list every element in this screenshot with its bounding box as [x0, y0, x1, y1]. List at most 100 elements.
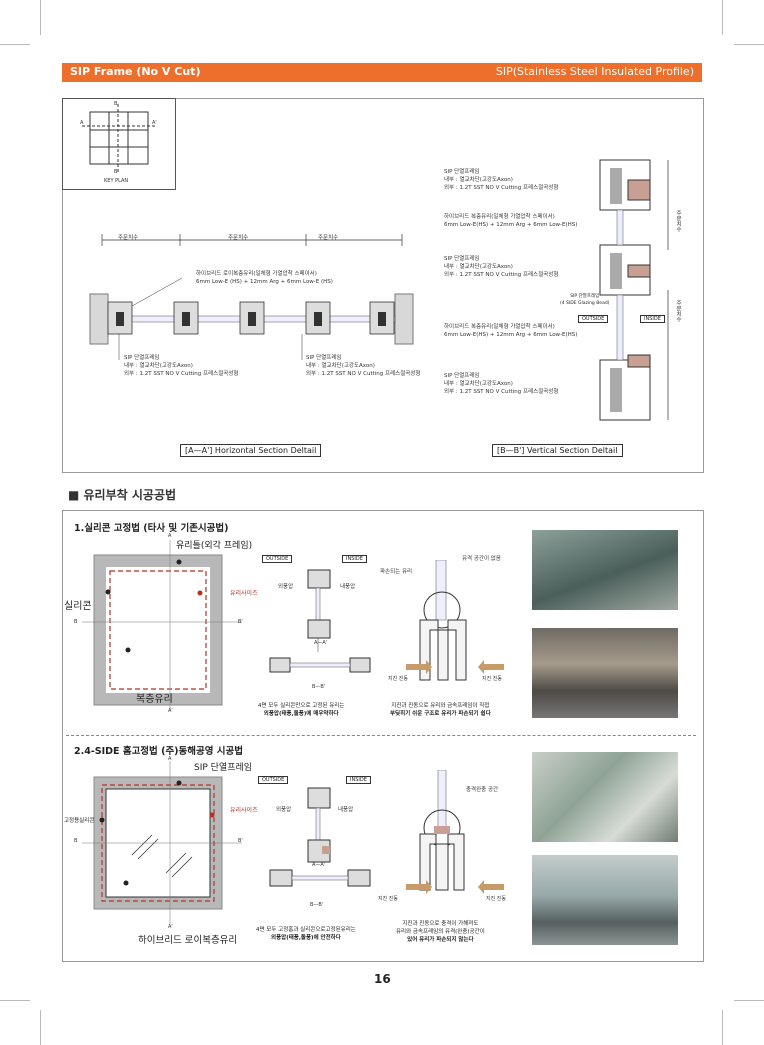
v-note-5: SIP 단열프레임 내부 : 열교차단(고강도Axon) 외부 : 1.2T S…	[444, 372, 558, 396]
vertical-section-drawing	[599, 159, 669, 421]
v-inside-tag: INSIDE	[640, 315, 665, 323]
note-line: SIP 단열프레임	[444, 169, 480, 175]
note-line: SIP 단열프레임	[306, 355, 342, 361]
desc-line: 4면 모두 실리콘만으로 고정된 유리는	[258, 703, 345, 709]
m2-glass-label: 하이브리드 로이복층유리	[138, 935, 238, 946]
m2-glass-size: 유리사이즈	[230, 807, 258, 814]
m1-desc1: 4면 모두 실리콘만으로 고정된 유리는 외풍압(태풍,돌풍)에 매우약하다	[258, 702, 344, 718]
desc-line: 지진과 진동으로 충격이 가해져도	[402, 921, 479, 927]
h-frame-note-right: SIP 단열프레임 내부 : 열교차단(고강도Axon) 외부 : 1.2T S…	[306, 354, 420, 378]
note-line: 내부 : 열교차단(고강도Axon)	[444, 177, 513, 183]
header-right-title: SIP(Stainless Steel Insulated Profile)	[495, 65, 694, 78]
m1-section-drawing	[269, 569, 371, 673]
note-line: SIP 단열프레임	[444, 373, 480, 379]
m1-a: A	[168, 533, 172, 539]
m1-glass-detail-drawing	[406, 560, 504, 681]
note-line: SIP 단열프레임	[444, 256, 480, 262]
h-glass-note: 하이브리드 로이복층유리(일체형 가열압착 스페이서) 6mm Low-E (H…	[196, 270, 333, 286]
crop-mark	[722, 0, 723, 35]
m1-bb: B—B'	[312, 684, 326, 690]
m2-quake-r: 지진 진동	[486, 896, 506, 902]
m1-frame-label: 유리틀(외각 프레임)	[176, 541, 253, 551]
v-dim-2: 주문치수	[675, 300, 681, 322]
m1-glass-size: 유리사이즈	[230, 590, 258, 597]
crop-mark	[40, 1010, 41, 1045]
v-outside-tag: OUTSIDE	[578, 315, 609, 323]
note-line: 내부 : 열교차단(고강도Axon)	[444, 381, 513, 387]
m2-outside-tag: OUTSIDE	[258, 776, 289, 784]
crop-mark	[40, 0, 41, 35]
m1-outside-tag: OUTSIDE	[262, 555, 293, 563]
m2-desc1: 4면 모두 고정홈과 실리콘으로고정된유리는 외풍압(태풍,돌풍)에 안전하다	[256, 926, 356, 942]
m2-photo-installed-window	[532, 855, 678, 945]
note-line: 6mm Low-E(HS) + 12mm Arg + 6mm Low-E(HS)	[444, 332, 578, 338]
m2-frame-label: SIP 단열프레임	[194, 763, 253, 773]
note-line: SIP 단열프레임	[570, 294, 600, 299]
note-line: 하이브리드 복층유리(일체형 가열압착 스페이서)	[444, 324, 555, 330]
m2-photo-frame-corner	[532, 752, 678, 842]
m1-no-gap: 유격 공간이 없음	[462, 556, 501, 562]
v-bead-note: SIP 단열프레임 (4 SIDE Glazing Bead)	[560, 293, 609, 307]
m1-b-prime: B'	[238, 619, 243, 625]
keyplan-a: A	[80, 120, 84, 126]
note-line: SIP 단열프레임	[124, 355, 160, 361]
desc-line: 유리와 금속프레임의 유격(완충)공간이	[396, 929, 485, 935]
desc-line: 4면 모두 고정홈과 실리콘으로고정된유리는	[256, 927, 356, 933]
v-note-2: 하이브리드 복층유리(일체형 가열압착 스페이서) 6mm Low-E(HS) …	[444, 213, 577, 229]
note-line: 내부 : 열교차단(고강도Axon)	[444, 264, 513, 270]
m1-inner-pressure: 내풍압	[340, 584, 356, 590]
desc-line: 외풍압(태풍,돌풍)에 매우약하다	[263, 711, 339, 717]
crop-mark	[0, 1000, 30, 1001]
h-dim-2: 주문치수	[228, 235, 249, 241]
header-bar: SIP Frame (No V Cut) SIP(Stainless Steel…	[62, 63, 702, 82]
m1-desc2: 지진과 진동으로 유리와 금속프레임이 직접 부딪히기 쉬운 구조로 유리가 파…	[390, 702, 491, 718]
key-plan-label: KEY PLAN	[104, 178, 129, 184]
m1-broken-glass: 파손되는 유리	[380, 569, 413, 575]
desc-line: 있어 유리가 파손되지 않는다	[407, 937, 474, 943]
keyplan-b-prime: B'	[114, 169, 119, 175]
m1-quake-r: 지진 진동	[482, 676, 502, 682]
m2-glass-detail-drawing	[406, 770, 504, 894]
crop-mark	[0, 44, 30, 45]
note-line: 외부 : 1.2T SST NO V Cutting 프레스절곡성형	[306, 371, 421, 377]
header-left-title: SIP Frame (No V Cut)	[70, 65, 201, 78]
note-line: 하이브리드 복층유리(일체형 가열압착 스페이서)	[444, 214, 555, 220]
m1-inside-tag: INSIDE	[342, 555, 367, 563]
m2-silicone-label: 고정용실리콘	[64, 818, 95, 824]
m1-aa: A—A'	[314, 640, 328, 646]
v-note-3: SIP 단열프레임 내부 : 열교차단(고강도Axon) 외부 : 1.2T S…	[444, 255, 558, 279]
m1-a-prime: A'	[168, 708, 173, 714]
h-dim-1: 주문치수	[118, 235, 139, 241]
m1-photo-shattered-glass	[532, 628, 678, 718]
v-dim-1: 주문치수	[675, 210, 681, 232]
horizontal-section-drawing	[89, 234, 414, 360]
h-dim-3: 주문치수	[318, 235, 339, 241]
m2-buffer-label: 충격완충 공간	[466, 787, 499, 793]
desc-line: 외풍압(태풍,돌풍)에 안전하다	[271, 935, 341, 941]
m2-b-prime: B'	[238, 838, 243, 844]
method1-title: 1.실리콘 고정법 (타사 및 기존시공법)	[74, 523, 229, 534]
m2-outer-pressure: 외풍압	[276, 807, 292, 813]
m2-aa: A—A'	[312, 862, 326, 868]
h-glass-note-line: 6mm Low-E (HS) + 12mm Arg + 6mm Low-E (H…	[196, 279, 333, 285]
keyplan-b: B	[114, 101, 118, 107]
m2-b: B	[74, 838, 78, 844]
note-line: 내부 : 열교차단(고강도Axon)	[124, 363, 193, 369]
key-plan-diagram	[82, 104, 156, 174]
method2-title: 2.4-SIDE 홈고정법 (주)동해공영 시공법	[74, 746, 244, 757]
section-title: ■ 유리부착 시공공법	[68, 488, 177, 502]
method1-frame-diagram	[82, 540, 242, 710]
vertical-caption: [B—B'] Vertical Section Deltail	[492, 444, 623, 457]
note-line: 외부 : 1.2T SST NO V Cutting 프레스절곡성형	[444, 185, 559, 191]
m2-section-drawing	[269, 787, 371, 887]
note-line: 외부 : 1.2T SST NO V Cutting 프레스절곡성형	[124, 371, 239, 377]
desc-line: 지진과 진동으로 유리와 금속프레임이 직접	[391, 703, 490, 709]
desc-line: 부딪히기 쉬운 구조로 유리가 파손되기 쉽다	[390, 711, 491, 717]
m2-inner-pressure: 내풍압	[338, 807, 354, 813]
method2-frame-diagram	[82, 761, 242, 925]
crop-mark	[734, 44, 764, 45]
h-glass-note-line: 하이브리드 로이복층유리(일체형 가열압착 스페이서)	[196, 271, 317, 277]
m1-glass-label: 복층유리	[136, 694, 173, 705]
note-line: (4 SIDE Glazing Bead)	[560, 301, 610, 306]
m1-b: B	[74, 619, 78, 625]
